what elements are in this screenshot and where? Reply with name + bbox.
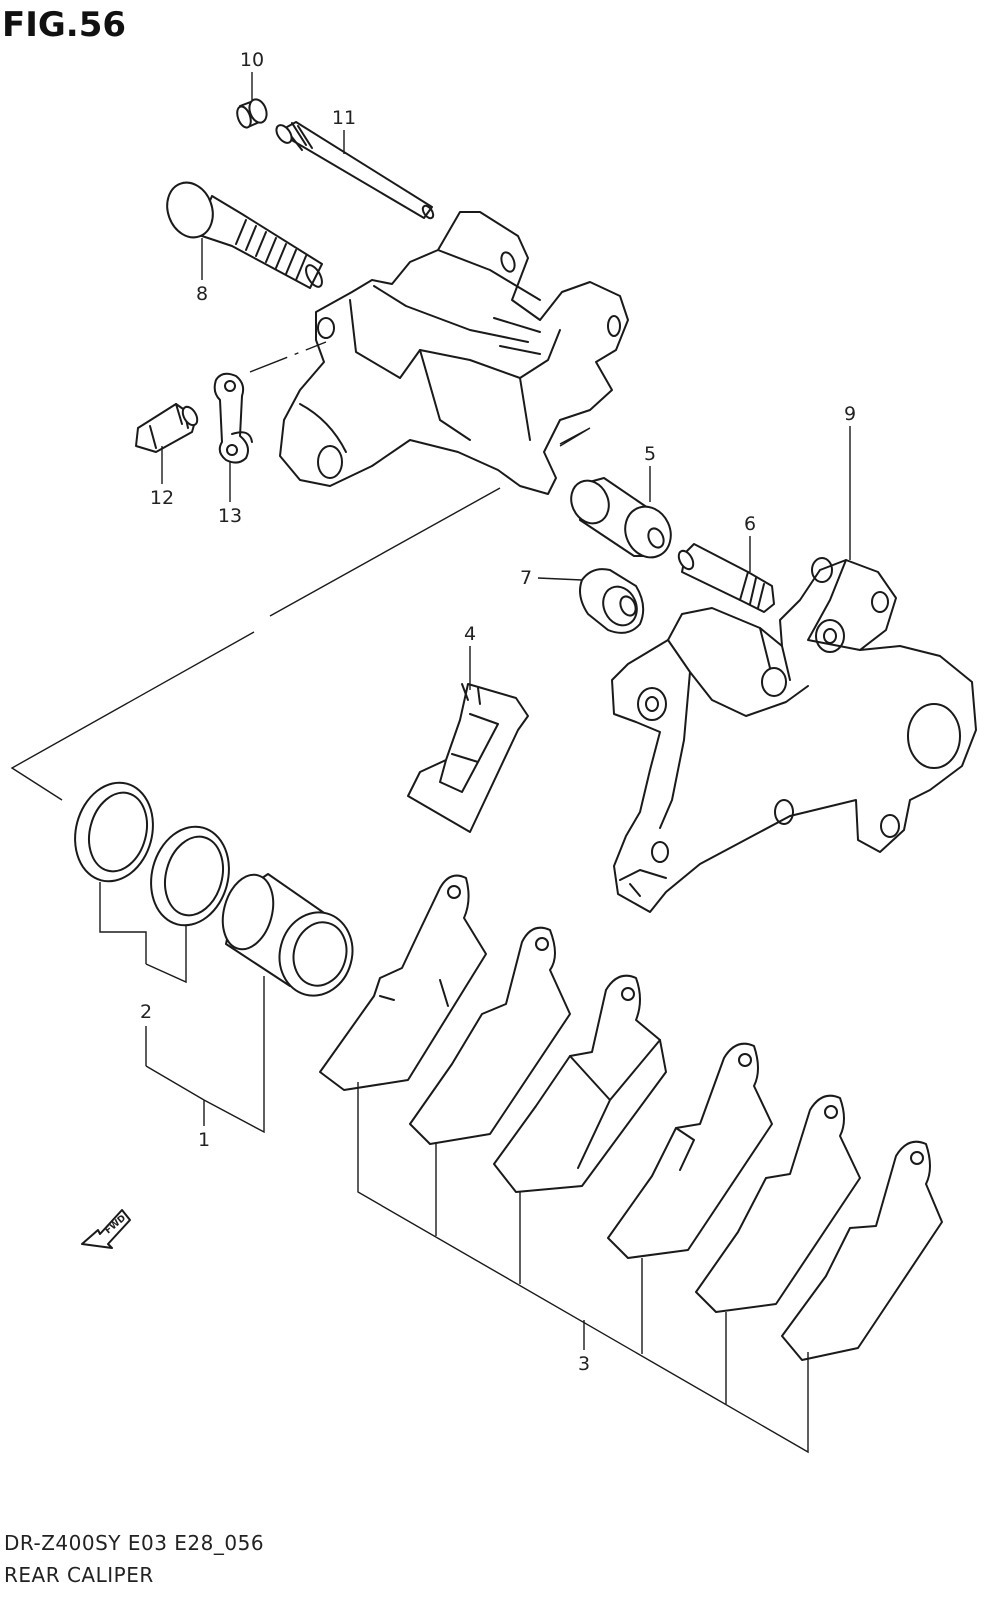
construction-lines [10, 341, 591, 801]
part-7-boot [579, 568, 645, 634]
part-5-sleeve [570, 477, 672, 559]
part-6-pin [677, 543, 775, 613]
part-1-piston [221, 873, 354, 997]
callout-11: 11 [332, 107, 356, 129]
footer-part-name: REAR CALIPER [4, 1563, 154, 1587]
callout-6: 6 [744, 513, 756, 535]
callout-numbers: 10 11 8 12 13 5 6 7 9 4 2 1 3 [140, 49, 856, 1375]
footer-model-code: DR-Z400SY E03 E28_056 [4, 1531, 264, 1555]
part-13-link [213, 372, 253, 464]
leader-lines [99, 72, 851, 1454]
callout-9: 9 [844, 403, 856, 425]
figure-title: FIG.56 [2, 5, 126, 45]
part-11-slide-pin [275, 121, 435, 220]
part-8-bolt [166, 181, 323, 289]
callout-4: 4 [464, 623, 476, 645]
callout-3: 3 [578, 1353, 590, 1375]
part-10-cap [236, 98, 268, 129]
part-4-pad-spring [407, 683, 529, 833]
pad-3 [493, 974, 667, 1193]
callout-2: 2 [140, 1001, 152, 1023]
pad-2 [409, 926, 571, 1145]
part-12-bleeder [135, 403, 199, 453]
fwd-arrow-icon: FWD [81, 1209, 131, 1249]
caliper-bracket [279, 211, 629, 495]
callout-8: 8 [196, 283, 208, 305]
part-3-brake-pads [319, 874, 943, 1361]
pad-6 [781, 1140, 943, 1361]
callout-13: 13 [218, 505, 242, 527]
callout-5: 5 [644, 443, 656, 465]
callout-1: 1 [198, 1129, 210, 1151]
callout-10: 10 [240, 49, 264, 71]
callout-12: 12 [150, 487, 174, 509]
pad-1 [319, 874, 487, 1091]
part-9-caliper-body [611, 557, 977, 913]
pad-4 [607, 1042, 773, 1259]
pad-5 [695, 1094, 861, 1313]
part-2-seals [74, 781, 230, 927]
callout-7: 7 [520, 567, 532, 589]
